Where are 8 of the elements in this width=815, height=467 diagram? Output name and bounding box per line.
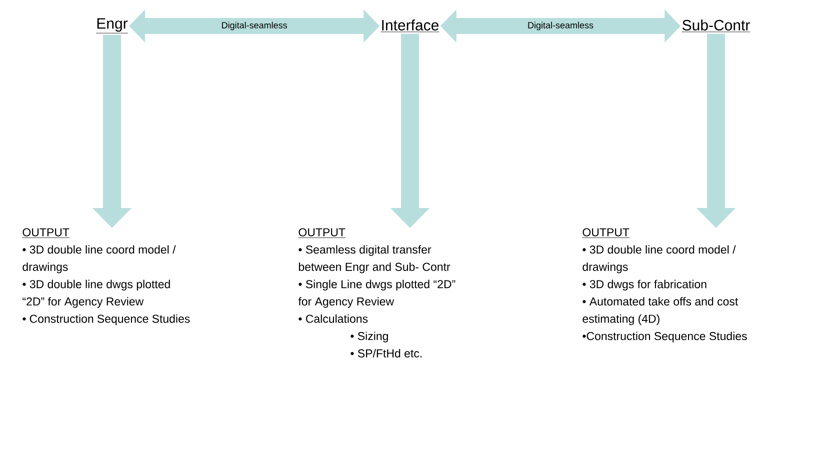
column-heading: Engr [96,18,128,34]
output-list: OUTPUT • 3D double line coord model / drawings • 3D dwgs for fabrication • Automated take offs and cost estimating (4D) •Construction Sequence Studies [582,228,747,342]
output-list: OUTPUT • 3D double line coord model / drawings • 3D double line dwgs plotted “2D” for Agency Review • Construction Sequence Studies [22,228,190,326]
output-list: OUTPUT • Seamless digital transfer between Engr and Sub- Contr • Single Line dwgs plotted “2D” for Agency Review • Calculations • Sizing • SP/FtHd etc. [298,228,456,358]
edge-label: Digital-seamless [528,22,594,30]
column-heading: Sub-Contr [682,20,750,32]
edge-label: Digital-seamless [222,22,287,30]
column-heading: Interface [380,20,440,32]
